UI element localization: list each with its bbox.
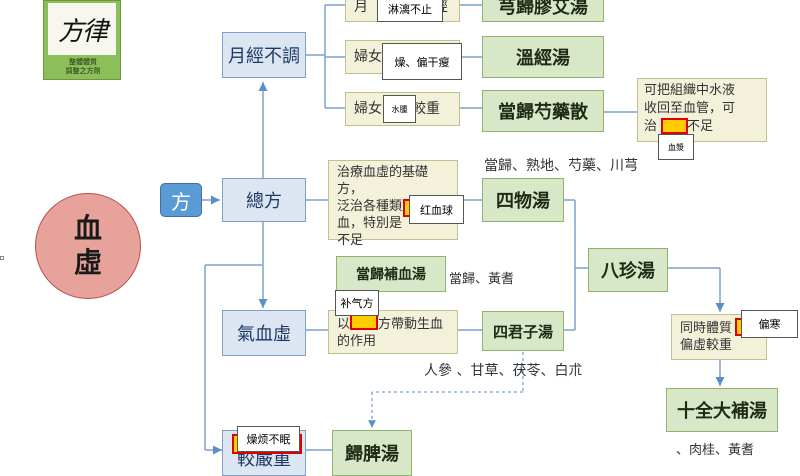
general-node: 總方	[222, 178, 306, 222]
qixue-label: 氣血虛	[237, 324, 291, 345]
note-linli-text: 淋漓不止	[388, 2, 432, 16]
collect-line3-a: 治	[644, 119, 658, 134]
qi-box: 以 方帶動生血 的作用	[328, 310, 458, 354]
strict-label: 較嚴重	[237, 449, 291, 470]
note-xuejiang: 血漿	[658, 134, 694, 160]
women-box-3-b: 較重	[412, 101, 440, 117]
formula-danggui-shaoyao-label: 當歸芍藥散	[498, 102, 588, 123]
siwu-ingredients: 當歸、熟地、芍藥、川芎	[484, 158, 638, 174]
qi-highlight	[350, 314, 378, 330]
general-label: 總方	[246, 191, 282, 212]
note-xuejiang-text: 血漿	[668, 142, 684, 152]
formula-shiquan: 十全大補湯	[666, 388, 778, 432]
note-shuizhong-text: 水腫	[391, 104, 408, 114]
xue-char: 血	[73, 212, 102, 245]
menstrual-label: 月經不調	[228, 46, 300, 67]
qi-line1-a: 以	[337, 317, 351, 332]
buxue-ingredients: 當歸、黃耆	[449, 272, 515, 287]
note-zaokou: 燥、偏干瘦	[382, 43, 462, 80]
collect-highlight	[661, 118, 688, 134]
logo-caption: 整體體質 調整之方劑	[44, 58, 122, 76]
formula-siwu: 四物湯	[482, 178, 564, 222]
xuexu-circle: 血 虛	[35, 193, 141, 299]
shiquan-ingredients: 、肉桂、黃耆	[676, 443, 755, 458]
logo-caption-line1: 整體體質	[69, 58, 97, 66]
formula-xiaogui: 芎歸膠艾湯	[482, 0, 604, 22]
collect-line2: 收回至血管，可	[644, 101, 736, 116]
women-box-3-a: 婦女	[354, 101, 382, 117]
fang-label: 方	[160, 183, 202, 217]
sijunzi-ingredients: 人參 、甘草、茯苓、白朮	[424, 363, 583, 379]
qi-line1-b: 方帶動生血	[378, 317, 444, 332]
formula-guipi-label: 歸脾湯	[345, 444, 399, 465]
note-hongxueqiu-text: 红血球	[420, 203, 453, 217]
formula-wenjing: 溫經湯	[482, 36, 604, 78]
note-buqifang-text: 补气方	[340, 297, 374, 310]
note-zaofan-text: 燥烦不眠	[246, 433, 291, 446]
logo-glyphs: 方律	[57, 16, 108, 47]
collect-line3-b: 不足	[687, 119, 714, 134]
edge-marker	[0, 256, 4, 260]
logo: 方律 整體體質 調整之方劑	[43, 0, 121, 80]
formula-danggui-buxue-label: 當歸補血湯	[356, 267, 426, 283]
tongshi-line2: 偏虛較重	[680, 338, 733, 353]
formula-danggui-shaoyao: 當歸芍藥散	[482, 90, 604, 132]
formula-bazhen-label: 八珍湯	[601, 261, 655, 282]
qixue-node: 氣血虛	[222, 310, 306, 356]
formula-sijunzi: 四君子湯	[482, 311, 564, 351]
note-pianhan-text: 偏寒	[758, 318, 781, 331]
women-box-1-a: 月	[354, 0, 368, 15]
formula-sijunzi-label: 四君子湯	[492, 322, 553, 341]
formula-siwu-label: 四物湯	[496, 191, 550, 212]
formula-shiquan-label: 十全大補湯	[677, 401, 767, 422]
formula-danggui-buxue: 當歸補血湯	[336, 256, 446, 292]
tongshi-line1: 同時體質	[680, 321, 733, 336]
formula-bazhen: 八珍湯	[588, 248, 668, 292]
basic-line4: 不足	[337, 233, 364, 248]
collect-line1: 可把組織中水液	[644, 83, 736, 98]
women-box-2-text: 婦女	[354, 49, 382, 65]
basic-line1: 治療血虛的基礎方，	[337, 165, 429, 197]
basic-line3: 血，特別是	[337, 216, 403, 231]
note-buqifang: 补气方	[335, 290, 379, 316]
note-zaokou-text: 燥、偏干瘦	[394, 55, 450, 69]
note-pianhan: 偏寒	[741, 310, 798, 338]
fang-text: 方	[171, 189, 191, 214]
note-shuizhong: 水腫	[383, 95, 416, 123]
qi-line2: 的作用	[337, 334, 377, 349]
note-linli: 淋漓不止	[377, 0, 443, 22]
note-hongxueqiu: 红血球	[409, 195, 464, 224]
menstrual-node: 月經不調	[222, 32, 306, 78]
logo-calligraphy: 方律	[48, 3, 116, 55]
formula-xiaogui-label: 芎歸膠艾湯	[498, 0, 588, 18]
collect-box: 可把組織中水液 收回至血管，可 治 不足	[637, 78, 767, 142]
note-zaofan: 燥烦不眠	[237, 426, 300, 452]
formula-guipi: 歸脾湯	[332, 430, 412, 476]
logo-caption-line2: 調整之方劑	[65, 67, 101, 75]
xu-char: 虛	[73, 246, 102, 279]
formula-wenjing-label: 溫經湯	[516, 48, 570, 69]
